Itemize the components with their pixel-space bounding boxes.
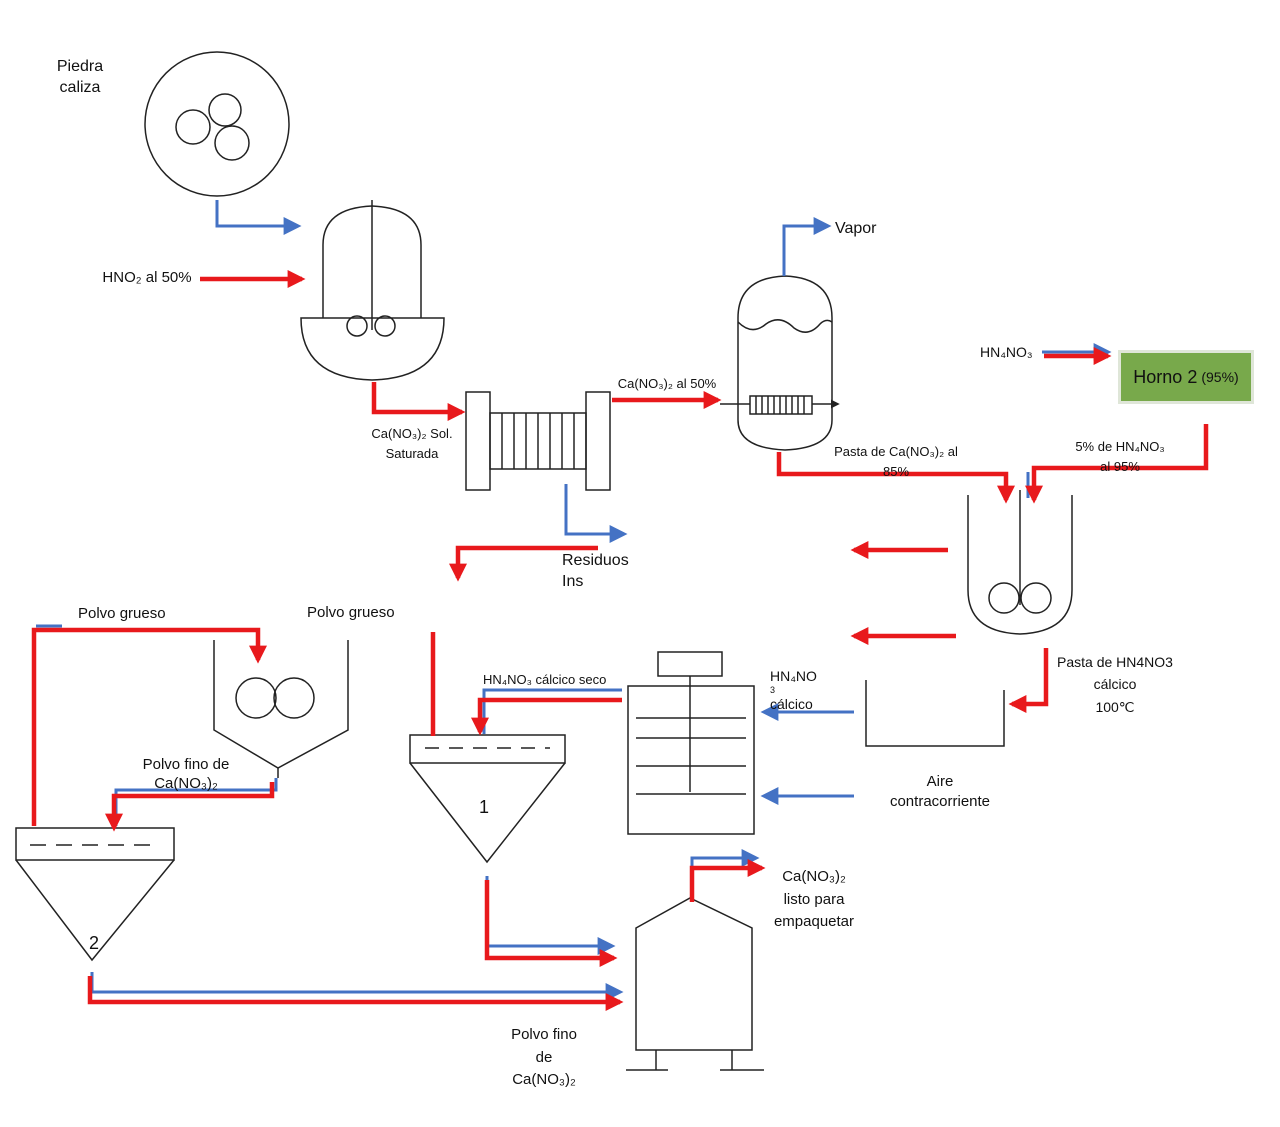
- evaporator: [720, 275, 840, 451]
- packaging-silo: [626, 897, 764, 1071]
- label-5pct-line2: al 95%: [1100, 459, 1140, 475]
- label-polvo-fino-bot-line3: Ca(NO₃)₂: [512, 1071, 576, 1088]
- label-hn4no-calcico-line1: HN₄NO: [770, 668, 817, 684]
- label-ca-50: Ca(NO₃)₂ al 50%: [617, 376, 717, 391]
- sieve-2: [15, 827, 175, 962]
- label-pasta-hn4-line3: 100℃: [1095, 698, 1135, 715]
- label-listo-line1: Ca(NO₃)₂: [782, 868, 846, 885]
- label-aire-line1: Aire: [926, 773, 954, 790]
- sieve-1-number: 1: [479, 797, 490, 817]
- label-pasta-line1: Pasta de Ca(NO₃)₂ al: [834, 444, 958, 459]
- label-polvo-grueso-2: Polvo grueso: [307, 604, 395, 621]
- label-residuos-line2: Ins: [562, 572, 584, 590]
- label-sol-line1: Ca(NO₃)₂ Sol.: [371, 426, 453, 441]
- label-residuos-line1: Residuos: [562, 552, 629, 569]
- label-listo-line3: empaquetar: [773, 913, 855, 930]
- label-caliza: caliza: [59, 78, 101, 96]
- label-polvo-fino-bot-line2: de: [535, 1048, 553, 1066]
- label-hno2: HNO₂ al 50%: [102, 269, 192, 286]
- granulation-tray: [865, 680, 1005, 747]
- label-sol-line2: Saturada: [385, 446, 439, 462]
- horno-name: Horno 2: [1133, 366, 1198, 387]
- horno-2-box: Horno 2 (95%): [1118, 350, 1254, 404]
- label-hn4no-calcico-sub: 3: [770, 684, 776, 695]
- label-polvo-fino-bottom: Polvo fino de Ca(NO₃)₂: [500, 1024, 588, 1092]
- label-hn4no3-seco: HN₄NO₃ cálcico seco: [483, 672, 607, 687]
- mixer-tank: [967, 490, 1073, 635]
- label-5pct-line1: 5% de HN₄NO₃: [1075, 439, 1165, 454]
- label-aire-contracorriente: Aire contracorriente: [876, 772, 1004, 811]
- label-sol-saturada: Ca(NO₃)₂ Sol. Saturada: [360, 424, 464, 464]
- label-hn4no-calcico-line2: cálcico: [770, 695, 813, 712]
- label-piedra-caliza: Piedra caliza: [52, 57, 108, 99]
- red-flow-lines: [31, 270, 1209, 1011]
- label-pasta-hn4-line2: cálcico: [1093, 676, 1137, 693]
- label-piedra: Piedra: [56, 58, 104, 75]
- label-pasta-line2: 85%: [882, 464, 910, 480]
- label-vapor: Vapor: [835, 220, 877, 237]
- grinding-mill: [213, 640, 349, 778]
- label-polvo-fino-top-line1: Polvo fino de: [142, 756, 230, 773]
- limestone-hopper: [144, 51, 290, 197]
- tray-dryer: [627, 651, 755, 835]
- blue-flow-lines: [36, 200, 1112, 1001]
- label-aire-line2: contracorriente: [889, 792, 991, 810]
- label-residuos: Residuos Ins: [562, 551, 629, 593]
- reactor-vessel: [300, 200, 445, 381]
- label-hn4no3: HN₄NO₃: [980, 344, 1033, 360]
- horno-pct: (95%): [1201, 369, 1239, 385]
- label-pasta-hn4no3: Pasta de HN4NO3 cálcico 100℃: [1046, 651, 1184, 718]
- filter-press: [465, 391, 611, 491]
- label-pasta-ca: Pasta de Ca(NO₃)₂ al 85%: [826, 442, 966, 482]
- label-listo-line2: listo para: [783, 890, 845, 908]
- label-pasta-hn4-line1: Pasta de HN4NO3: [1057, 654, 1173, 670]
- label-polvo-fino-bot-line1: Polvo fino: [511, 1026, 577, 1043]
- label-listo-empaquetar: Ca(NO₃)₂ listo para empaquetar: [766, 866, 862, 934]
- label-polvo-fino-top: Polvo fino de Ca(NO₃)₂: [136, 756, 236, 794]
- label-polvo-grueso-1: Polvo grueso: [78, 605, 166, 622]
- label-polvo-fino-top-line2: Ca(NO₃)₂: [154, 774, 218, 792]
- label-hn4no-calcico: HN₄NO 3 cálcico: [770, 668, 817, 712]
- label-5pct-hn4no3: 5% de HN₄NO₃ al 95%: [1070, 437, 1170, 477]
- sieve-2-number: 2: [89, 933, 100, 953]
